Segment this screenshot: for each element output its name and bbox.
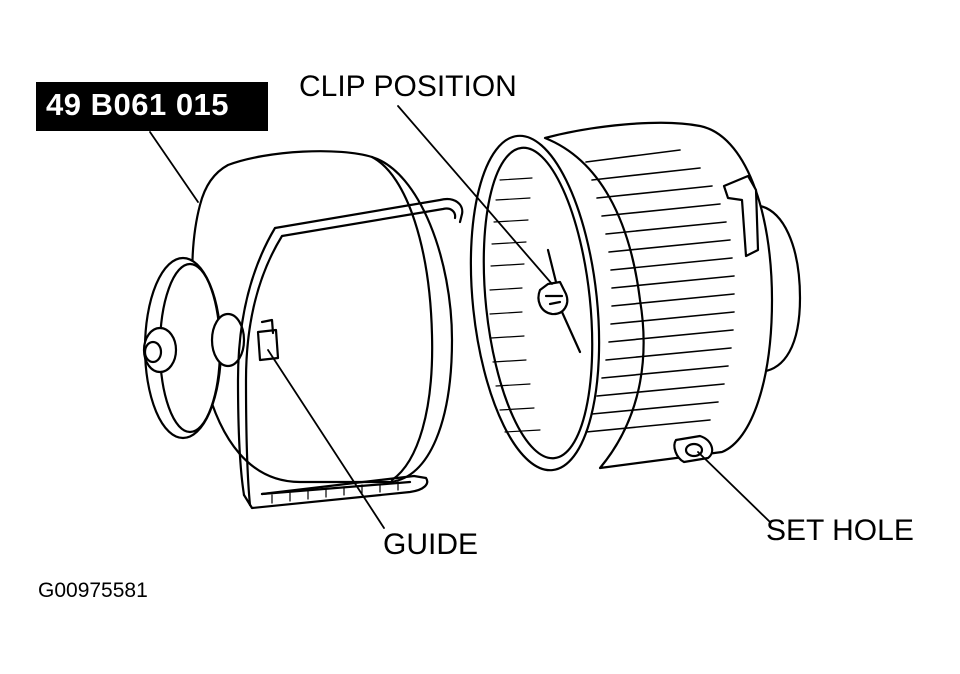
leader-tool-number: [149, 131, 199, 203]
fan-set-hole-tab: [673, 434, 714, 464]
leader-set-hole: [697, 451, 771, 523]
set-hole-callout: SET HOLE: [766, 514, 914, 547]
tool-bottom-rail: [242, 474, 429, 510]
leader-guide: [267, 349, 385, 529]
figure-id: G00975581: [38, 579, 148, 602]
fan-blades: [585, 149, 735, 433]
tool-number-badge: [36, 82, 268, 131]
tool-guide-bracket: [236, 197, 464, 497]
tool-drum-inner-edge: [370, 155, 434, 482]
special-tool-drawing: [142, 150, 464, 510]
fan-housing: [543, 121, 774, 470]
tool-number-label: 49 B061 015: [46, 87, 230, 122]
blower-fan-drawing: [469, 121, 802, 472]
fan-inner-blades: [489, 177, 541, 433]
guide-callout: GUIDE: [383, 528, 479, 561]
tool-center-pin: [143, 340, 163, 364]
leader-clip-position: [397, 105, 553, 285]
tool-shaft-collar: [210, 312, 246, 368]
clip-position-callout: CLIP POSITION: [299, 70, 517, 103]
fan-side-latch: [722, 174, 760, 258]
fan-clip: [537, 280, 569, 316]
fan-front-ring-inner: [482, 146, 594, 460]
fan-front-ring: [469, 134, 601, 472]
tool-shaft: [256, 328, 280, 362]
